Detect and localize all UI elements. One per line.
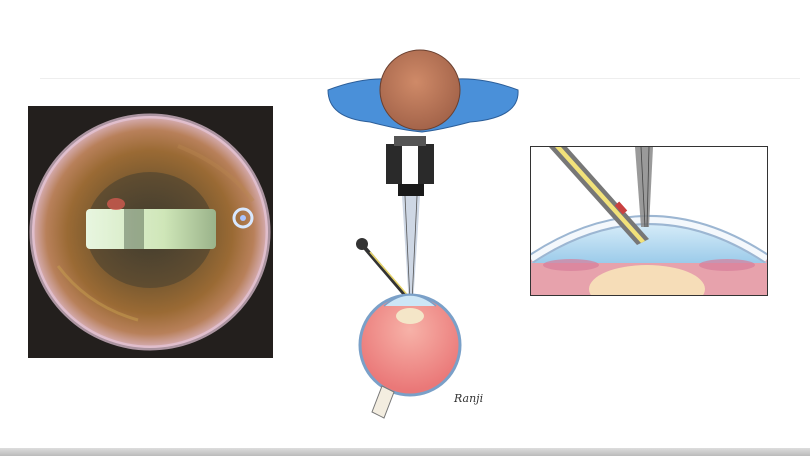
slide-bottom-edge [0,448,810,456]
microscope-eyepieces [386,136,434,196]
anterior-chamber-inset [530,146,768,296]
microscope-schematic: Ranji [320,40,540,432]
surgical-photo [28,106,273,358]
cornea [383,294,437,307]
photo-instrument-tip [232,207,254,229]
photo-limbus-ring [29,113,271,351]
surgical-instrument [356,238,411,299]
artist-signature: Ranji [453,392,483,405]
inset-lens [589,265,705,295]
inset-instrument [549,147,649,245]
lens [396,308,424,324]
optical-path [402,196,420,305]
surgeon-head [379,49,461,131]
photo-light-reflex [86,209,216,249]
optic-nerve [371,385,395,419]
